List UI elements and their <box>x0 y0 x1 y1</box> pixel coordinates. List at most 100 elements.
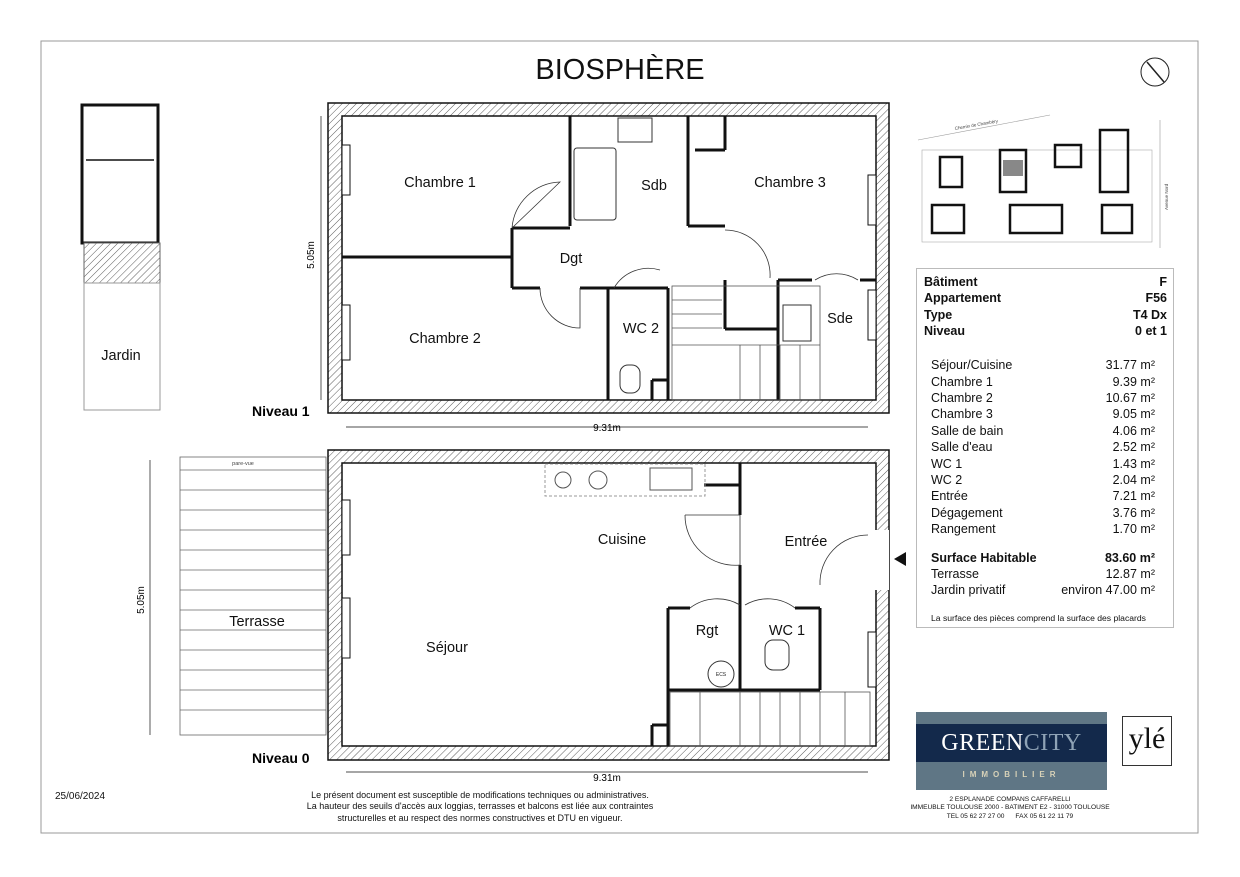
level-1-label: Niveau 1 <box>252 403 310 419</box>
area-label: Chambre 1 <box>931 374 993 389</box>
level-1-depth-dimension: 5.05m <box>306 241 317 269</box>
wc1-toilet-icon <box>764 639 790 671</box>
area-label: Chambre 2 <box>931 391 993 405</box>
area-label: Salle de bain <box>931 423 1004 438</box>
level-1-plan <box>320 102 890 428</box>
sde-washbasin-icon <box>782 304 812 342</box>
disclaimer: Le présent document est susceptible de m… <box>250 790 710 824</box>
area-row: WC 2 2.04 m² <box>931 472 1155 488</box>
area-row: Chambre 2 10.67 m² <box>931 390 1155 406</box>
room-label-wc-2: WC 2 <box>623 321 659 337</box>
room-label-rgt: Rgt <box>696 623 719 639</box>
area-label: Jardin privatif <box>931 583 1006 598</box>
area-label: WC 2 <box>931 473 963 488</box>
info-label: Type <box>924 307 953 322</box>
greencity-logo: GREENCITY IMMOBILIER <box>916 712 1107 790</box>
logo-subtitle: IMMOBILIER <box>962 770 1061 779</box>
area-value: 10.67 m² <box>1105 391 1155 405</box>
garden-label: Jardin <box>101 348 141 364</box>
info-row: Appartement F56 <box>924 290 1167 306</box>
apartment-info-panel: Bâtiment F Appartement F56 Type T4 Dx Nivea… <box>916 268 1174 628</box>
area-label: WC 1 <box>931 456 963 471</box>
room-label-cuisine: Cuisine <box>598 532 646 548</box>
level-0-label: Niveau 0 <box>252 750 310 766</box>
area-row: Dégagement 3.76 m² <box>931 505 1155 521</box>
info-row: Type T4 Dx <box>924 307 1167 323</box>
area-value: 1.70 m² <box>1112 522 1155 537</box>
info-value: 0 et 1 <box>1135 323 1167 338</box>
area-value: 9.05 m² <box>1112 407 1155 422</box>
info-value: F <box>1159 275 1167 289</box>
area-row: Séjour/Cuisine 31.77 m² <box>931 357 1155 373</box>
building-highlight <box>1003 160 1023 176</box>
info-label: Appartement <box>924 291 1002 306</box>
address-line: 2 ESPLANADE COMPANS CAFFARELLI <box>949 796 1071 803</box>
site-map: Chemin de Chambéry Avenue Nord <box>917 114 1169 248</box>
north-compass-icon <box>1140 57 1170 87</box>
document-date: 25/06/2024 <box>55 791 106 802</box>
toilet-icon <box>619 364 641 394</box>
info-label: Bâtiment <box>924 275 978 289</box>
partner-logo: ylé <box>1122 716 1172 766</box>
room-label-sdb: Sdb <box>641 178 667 194</box>
area-label: Terrasse <box>931 567 979 582</box>
area-label: Dégagement <box>931 505 1003 520</box>
address-line: IMMEUBLE TOULOUSE 2000 - BATIMENT E2 - 3… <box>910 804 1110 812</box>
area-value: 2.52 m² <box>1112 440 1155 455</box>
disclaimer-line: Le présent document est susceptible de m… <box>311 790 649 800</box>
address-line: TEL 05 62 27 27 00 FAX 05 61 22 11 79 <box>946 812 1074 820</box>
info-row: Bâtiment F <box>924 274 1167 290</box>
kitchen-counter <box>544 463 706 497</box>
level-1-width-dimension: 9.31m <box>593 423 621 434</box>
area-row: Rangement 1.70 m² <box>931 521 1155 537</box>
area-row: Salle de bain 4.06 m² <box>931 423 1155 439</box>
fridge-icon <box>554 471 572 489</box>
level-1-windows <box>341 144 877 361</box>
area-label: Séjour/Cuisine <box>931 358 1013 373</box>
area-row: WC 1 1.43 m² <box>931 456 1155 472</box>
area-value: environ 47.00 m² <box>1061 583 1155 598</box>
area-value: 4.06 m² <box>1112 423 1155 438</box>
logo-text-city: CITY <box>1023 730 1082 756</box>
level-0-windows <box>341 499 877 688</box>
area-value: 9.39 m² <box>1112 374 1155 389</box>
bathtub-icon <box>573 147 617 221</box>
level-0-staircase-icon <box>669 691 871 747</box>
level-0-depth-dimension: 5.05m <box>136 586 147 614</box>
disclaimer-line: structurelles et au respect des normes c… <box>337 812 623 823</box>
info-value: F56 <box>1145 291 1167 306</box>
area-value: 83.60 m² <box>1104 550 1155 565</box>
pare-vue-label: pare-vue <box>232 461 254 467</box>
street-label-right: Avenue Nord <box>1164 183 1169 210</box>
area-label: Entrée <box>931 489 968 504</box>
entrance-arrow-icon <box>894 552 906 566</box>
project-title: BIOSPHÈRE <box>535 54 705 86</box>
area-value: 3.76 m² <box>1112 505 1155 520</box>
room-label-sejour: Séjour <box>426 640 468 656</box>
room-label-chambre-2: Chambre 2 <box>409 331 481 347</box>
info-row: Niveau 0 et 1 <box>924 323 1167 339</box>
room-label-entree: Entrée <box>785 534 828 550</box>
terrace-decking <box>179 456 327 736</box>
info-value: T4 Dx <box>1132 307 1167 322</box>
room-label-chambre-1: Chambre 1 <box>404 175 476 191</box>
area-label: Surface Habitable <box>931 550 1037 565</box>
water-heater-icon <box>707 660 735 688</box>
area-value: 1.43 m² <box>1112 456 1155 471</box>
info-label: Niveau <box>924 323 965 338</box>
staircase-icon <box>671 285 821 401</box>
area-value: 31.77 m² <box>1105 358 1155 373</box>
area-row: Jardin privatif environ 47.00 m² <box>931 582 1155 598</box>
room-label-dgt: Dgt <box>560 251 583 267</box>
area-row: Surface Habitable 83.60 m² <box>931 550 1155 566</box>
area-value: 7.21 m² <box>1112 489 1155 504</box>
area-label: Rangement <box>931 522 996 537</box>
cooktop-icon <box>588 470 608 490</box>
area-value: 2.04 m² <box>1112 473 1155 488</box>
ecs-label: ECS <box>716 672 727 678</box>
